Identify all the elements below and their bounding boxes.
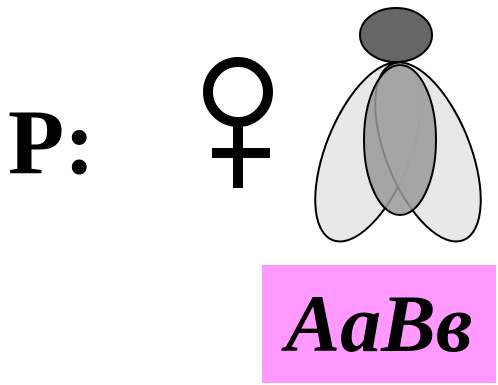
fly-icon	[300, 0, 498, 260]
genotype-box: AaBв	[262, 265, 496, 383]
fly-body	[364, 65, 436, 215]
female-symbol-icon	[188, 50, 288, 200]
fly-head	[360, 8, 432, 62]
generation-label: P:	[8, 96, 95, 188]
genotype-label: AaBв	[285, 283, 472, 365]
